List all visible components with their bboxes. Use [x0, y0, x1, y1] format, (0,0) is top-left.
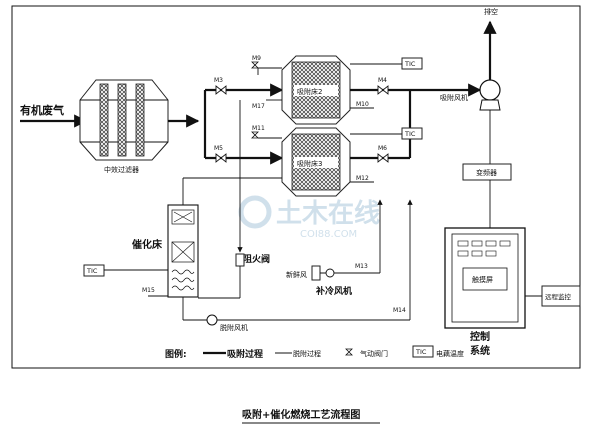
adsorption-bed-2 [281, 55, 351, 125]
svg-text:TIC: TIC [404, 130, 416, 138]
adsorption-fan [479, 79, 501, 111]
valve-m11[interactable]: M11 [251, 125, 265, 139]
svg-text:M6: M6 [378, 145, 387, 152]
legend-title: 图例: [165, 348, 187, 360]
watermark: 土木在线 COI88.COM [238, 195, 380, 240]
tic-bed3 [401, 127, 423, 140]
svg-text:M3: M3 [214, 77, 223, 84]
adsorption-bed-3 [281, 127, 351, 197]
adsorption-fan-label: 吸附风机 [440, 93, 468, 102]
prefilter-label: 中效过滤器 [104, 165, 139, 174]
valve-m6[interactable]: M6 [377, 145, 389, 163]
bed3-label: 吸附床3 [297, 159, 322, 168]
svg-text:TIC: TIC [404, 60, 416, 68]
valve-m14-label: M14 [393, 307, 406, 314]
valve-m9[interactable]: M9 [251, 55, 261, 69]
exhaust-label: 排空 [484, 7, 498, 16]
legend-valve-icon [345, 348, 353, 356]
legend-tic-desc: 电藕温度 [436, 349, 464, 358]
svg-text:M11: M11 [252, 125, 265, 132]
remote-label: 远程监控 [545, 292, 572, 301]
valve-m13-label: M13 [355, 263, 368, 270]
tic-catalytic [83, 264, 105, 277]
cooling-fan-label: 补冷风机 [315, 285, 352, 297]
valve-m10-label: M10 [356, 101, 369, 108]
control-cabinet [444, 227, 526, 329]
catalytic-bed-label: 催化床 [132, 238, 163, 251]
watermark-en: COI88.COM [300, 229, 357, 240]
flame-arrester-label: 阻火阀 [243, 253, 270, 265]
desorption-fan [206, 314, 218, 326]
valve-m4[interactable]: M4 [377, 77, 389, 95]
control-label-2: 系统 [470, 344, 490, 357]
fresh-air-label: 新鲜风 [286, 270, 307, 279]
desorption-fan-label: 脱附风机 [220, 323, 248, 332]
tic-bed2 [401, 57, 423, 70]
control-label-1: 控制 [470, 330, 490, 343]
bed2-label: 吸附床2 [297, 87, 322, 96]
svg-text:TIC: TIC [415, 348, 427, 356]
legend-valve: 气动阀门 [360, 349, 388, 358]
vfd-box [462, 163, 512, 181]
diagram-title: 吸附+催化燃烧工艺流程图 [242, 408, 360, 421]
valve-m15-label: M15 [142, 287, 155, 294]
svg-text:TIC: TIC [86, 267, 98, 275]
drawing-frame [11, 5, 581, 369]
svg-text:M5: M5 [214, 145, 223, 152]
inlet-label: 有机废气 [20, 103, 64, 117]
svg-text:M9: M9 [252, 55, 261, 62]
valve-m5[interactable]: M5 [214, 145, 227, 163]
legend-tic-box [412, 345, 434, 358]
legend-adsorption: 吸附过程 [227, 348, 263, 360]
touchscreen-label: 触摸屏 [472, 275, 493, 284]
remote-box [541, 285, 581, 307]
prefilter [79, 79, 169, 161]
fresh-air-damper [311, 265, 321, 281]
watermark-cn: 土木在线 [276, 199, 380, 229]
valve-m17-label: M17 [252, 103, 265, 110]
cooling-fan [325, 268, 335, 278]
catalytic-bed [167, 204, 199, 298]
vfd-label: 变频器 [476, 168, 497, 177]
valve-m3[interactable]: M3 [214, 77, 227, 95]
valve-m12-label: M12 [356, 175, 369, 182]
legend-desorption: 脱附过程 [293, 349, 321, 358]
flame-arrester [235, 253, 245, 267]
svg-text:M4: M4 [378, 77, 387, 84]
